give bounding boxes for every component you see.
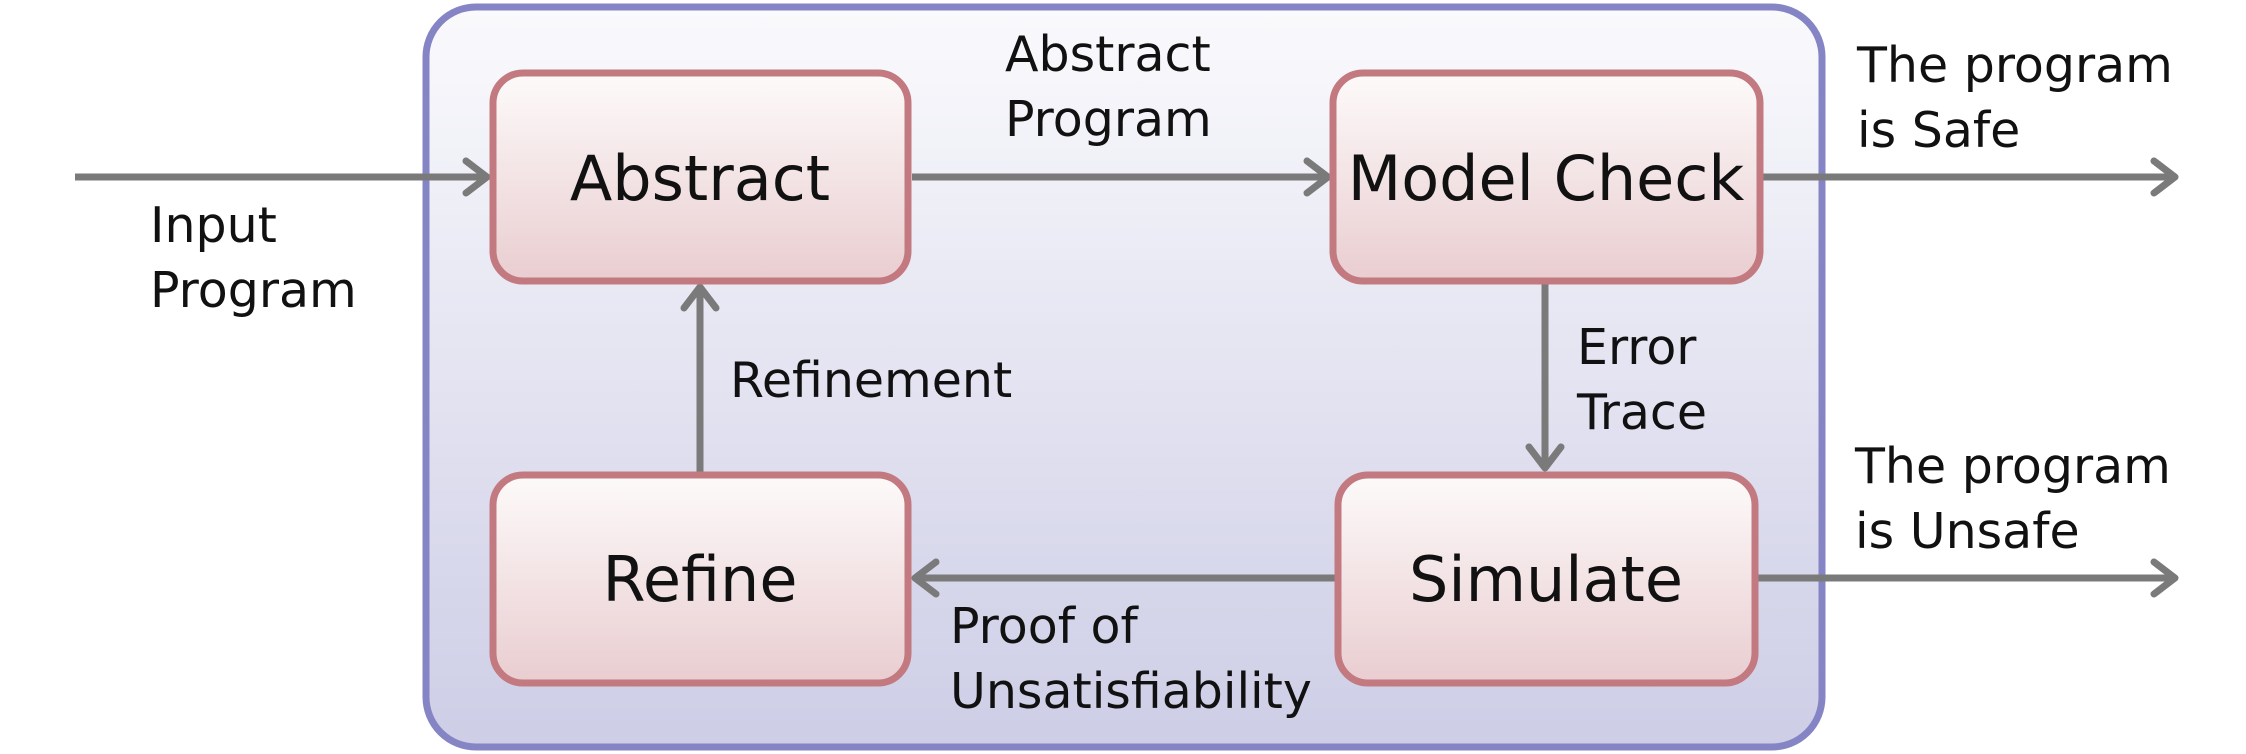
model-check-node-label: Model Check [1348, 142, 1745, 215]
proof-label: Proof of Unsatisfiability [950, 598, 1312, 720]
safe-output-arrow [1760, 157, 2179, 197]
unsafe-output-arrow [1755, 558, 2179, 598]
unsafe-label: The program is Unsafe [1854, 438, 2186, 560]
error-trace-label: Error Trace [1576, 319, 1712, 441]
simulate-node: Simulate [1334, 471, 1759, 687]
model-check-to-simulate-arrow [1525, 284, 1565, 472]
abstract-node-label: Abstract [570, 142, 830, 215]
abstract-to-model-check-arrow [912, 157, 1332, 197]
input-label: Input Program [150, 197, 357, 319]
simulate-node-label: Simulate [1409, 543, 1683, 616]
abstract-node: Abstract [489, 69, 912, 285]
simulate-to-refine-arrow [911, 558, 1338, 598]
model-check-node: Model Check [1329, 69, 1764, 285]
refine-node: Refine [489, 471, 912, 687]
refinement-label: Refinement [730, 352, 1012, 409]
refine-node-label: Refine [603, 543, 798, 616]
abstract-program-label: Abstract Program [1005, 26, 1226, 148]
safe-label: The program is Safe [1856, 37, 2188, 159]
input-arrow [75, 157, 491, 197]
refine-to-abstract-arrow [680, 283, 720, 473]
